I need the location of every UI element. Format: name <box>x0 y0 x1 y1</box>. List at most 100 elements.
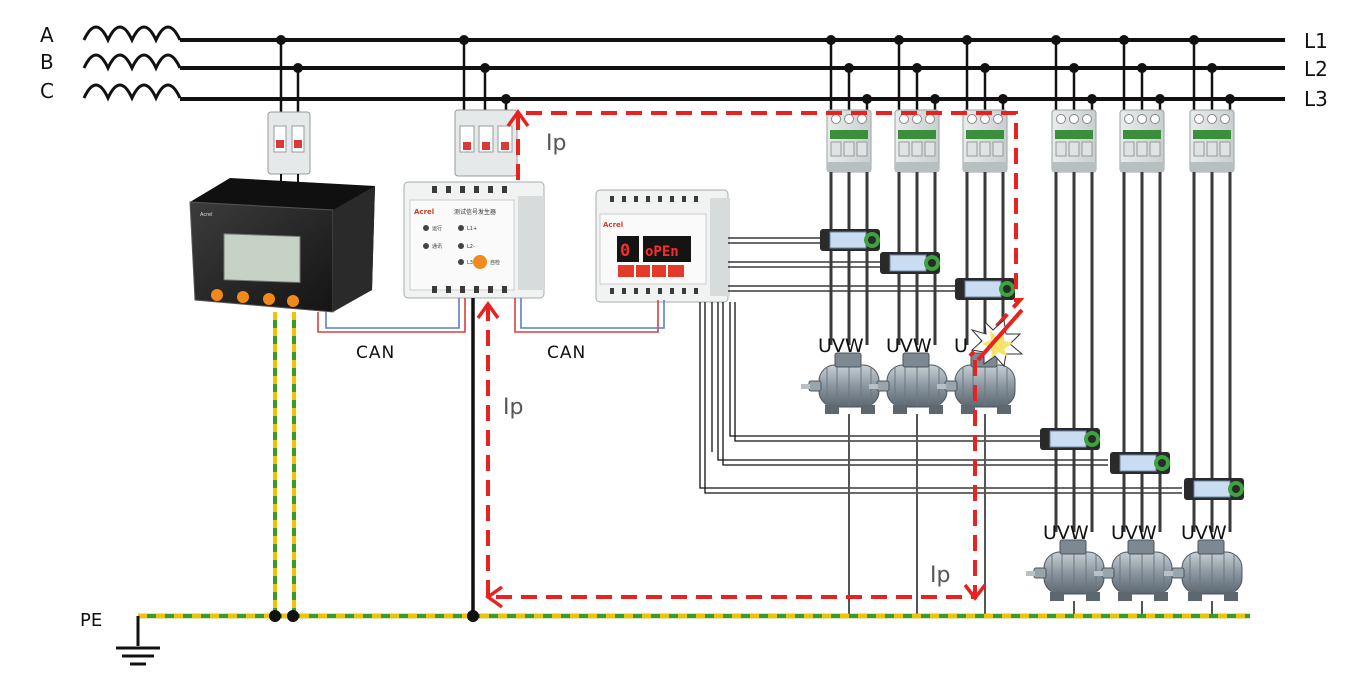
monitor-brand: Acrel <box>200 212 213 218</box>
motor-terminal-label: U <box>954 335 968 357</box>
motor-feeder-5: UVW <box>1093 35 1173 616</box>
current-transformer-icon <box>1109 451 1171 475</box>
line-label-l3: L3 <box>1304 87 1328 111</box>
motor-terminal-label: UVW <box>818 335 864 357</box>
current-transformer-icon <box>879 251 941 275</box>
junction-dot <box>980 63 990 73</box>
self-test-button-icon <box>473 255 487 269</box>
motor-terminal-label: UVW <box>1111 522 1157 544</box>
monitor-taps <box>279 40 300 115</box>
motor-terminal-label: UVW <box>1043 522 1089 544</box>
junction-dot <box>1155 94 1165 104</box>
junction-dot <box>1225 94 1235 104</box>
motor-feeder-2: UVW <box>868 35 948 616</box>
fault-current-label-top: Ip <box>546 131 566 156</box>
junction-dot <box>962 35 972 45</box>
down-key-icon <box>652 265 666 277</box>
locator-brand: Acrel <box>603 221 623 229</box>
phase-label-a: A <box>40 23 54 47</box>
indicator-comm: 通讯 <box>432 243 442 250</box>
breaker-icon <box>1119 109 1165 173</box>
breaker-icon <box>894 109 940 173</box>
junction-dot <box>912 63 922 73</box>
fuse-generator <box>454 109 518 177</box>
motor-feeders: UVW UVW U UVW UVW UVW <box>800 35 1245 616</box>
bus-lines <box>180 38 1285 101</box>
current-transformer-icon <box>1039 427 1101 451</box>
junction-dot <box>293 63 303 73</box>
junction-dot <box>501 94 511 104</box>
junction-dot <box>1137 63 1147 73</box>
locator-signal-wires <box>699 237 1182 494</box>
junction-dot <box>459 35 469 45</box>
fault-spark-icon <box>970 308 1024 368</box>
indicator-l1: L1+ <box>467 226 477 232</box>
can-bus-wires <box>317 298 665 333</box>
button-icon <box>237 291 249 303</box>
junction-dot <box>1051 35 1061 45</box>
line-label-l2: L2 <box>1304 57 1328 81</box>
motor-icon <box>868 352 948 415</box>
self-test-label: 自检 <box>490 259 500 266</box>
motor-icon <box>800 352 880 415</box>
junction-dot <box>894 35 904 45</box>
pe-label: PE <box>80 610 102 631</box>
motor-icon <box>1025 539 1105 602</box>
can-label-left: CAN <box>356 343 395 363</box>
junction-dot <box>1087 94 1097 104</box>
motor-feeder-4: UVW <box>1025 35 1105 616</box>
motor-feeder-6: UVW <box>1163 35 1245 616</box>
breaker-icon <box>826 109 872 173</box>
up-key-icon <box>636 265 650 277</box>
current-transformer-icon <box>954 277 1016 301</box>
enter-key-icon <box>668 265 684 277</box>
junction-dot <box>844 63 854 73</box>
indicator-l3: L3 <box>467 260 473 266</box>
junction-dot <box>269 610 281 622</box>
fault-current-label-middle: Ip <box>503 395 523 420</box>
fault-current-label-bottom: Ip <box>930 563 950 588</box>
indicator-run: 运行 <box>432 225 442 232</box>
insulation-fault-locator: Acrel 0 oPEn <box>595 189 730 303</box>
motor-terminal-label: UVW <box>886 335 932 357</box>
junction-dot <box>862 94 872 104</box>
button-icon <box>211 289 223 301</box>
junction-dot <box>276 35 286 45</box>
current-transformer-icon <box>819 228 881 252</box>
junction-dot <box>930 94 940 104</box>
fault-current-path <box>486 111 1025 599</box>
line-label-l1: L1 <box>1304 29 1328 53</box>
breaker-icon <box>1051 109 1097 173</box>
generator-title: 测试信号发生器 <box>454 208 496 216</box>
junction-dot <box>480 63 490 73</box>
locator-display-right: oPEn <box>645 244 679 260</box>
menu-key-icon <box>618 265 634 277</box>
junction-dot <box>1207 63 1217 73</box>
fault-arrow-icons <box>476 108 987 609</box>
locator-display-left: 0 <box>620 241 630 261</box>
transformer-windings <box>82 25 182 102</box>
junction-dot <box>826 35 836 45</box>
monitor-earth-wires <box>273 312 296 616</box>
current-transformer-icon <box>1183 477 1245 501</box>
phase-label-b: B <box>40 50 54 74</box>
junction-dot <box>998 94 1008 104</box>
test-signal-generator: Acrel 测试信号发生器 运行 L1+ 通讯 L2- L3 自检 <box>403 181 545 299</box>
motor-icon <box>1093 539 1173 602</box>
phase-label-c: C <box>40 79 54 103</box>
generator-brand: Acrel <box>414 208 434 216</box>
indicator-l2: L2- <box>467 244 475 250</box>
junction-dot <box>1189 35 1199 45</box>
insulation-monitor-device: Acrel <box>189 178 375 313</box>
generator-taps <box>462 40 508 115</box>
breaker-icon <box>1189 109 1235 173</box>
junction-dot <box>467 610 479 622</box>
button-icon <box>263 293 275 305</box>
motor-feeder-1: UVW <box>800 35 881 616</box>
junction-dot <box>287 610 299 622</box>
motor-icon <box>1163 539 1243 602</box>
can-label-right: CAN <box>547 343 586 363</box>
motor-terminal-label: UVW <box>1181 522 1227 544</box>
pe-bar <box>116 613 1250 666</box>
